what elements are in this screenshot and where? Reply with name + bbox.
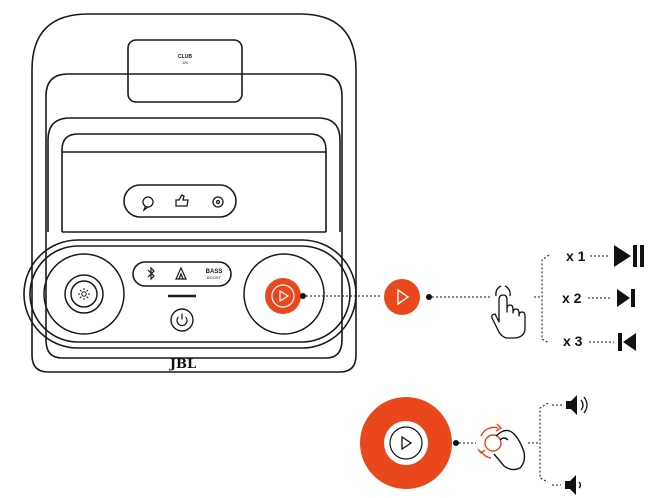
party-mode-icon[interactable] — [175, 266, 187, 280]
play-action-row-3: x 3 — [563, 333, 636, 351]
lower-control-panel-inner — [29, 245, 351, 343]
light-button[interactable] — [43, 253, 125, 335]
badge-subtitle: 120 — [182, 61, 188, 65]
speaker-inner-shell — [45, 73, 343, 359]
play-actions-bracket — [534, 254, 550, 344]
play-callout-button — [384, 279, 420, 315]
top-badge — [127, 39, 243, 103]
play-action-row-1: x 1 — [566, 245, 644, 267]
power-icon — [176, 313, 188, 327]
speaker-handle-inner — [61, 133, 327, 232]
previous-track-icon — [618, 333, 636, 351]
play-pause-icon — [614, 245, 644, 267]
bass-boost-label-line2: BOOST — [207, 275, 222, 280]
bass-boost-label-line1: BASS — [206, 269, 223, 275]
volume-play-icon — [401, 435, 413, 451]
volume-down-icon — [565, 475, 582, 495]
badge-title: CLUB — [178, 54, 192, 60]
chat-icon[interactable] — [142, 196, 154, 212]
bluetooth-icon[interactable] — [147, 266, 155, 281]
top-control-panel — [123, 184, 237, 218]
play-callout-icon — [397, 288, 410, 306]
lower-control-panel — [23, 239, 357, 349]
thumbs-up-icon[interactable] — [175, 194, 189, 207]
top-panel-icons — [142, 194, 224, 212]
play-action-label-1: x 1 — [566, 248, 586, 264]
play-callout — [300, 279, 490, 315]
volume-up-icon — [566, 395, 588, 415]
volume-play-button-inner — [384, 421, 428, 465]
play-action-row-2: x 2 — [562, 289, 635, 307]
speaker — [23, 13, 357, 373]
mode-button-pill — [132, 261, 232, 287]
power-button[interactable] — [170, 308, 194, 332]
play-icon — [279, 289, 290, 303]
tap-hand-icon — [491, 285, 526, 339]
rotate-knob-icon — [477, 423, 526, 471]
play-action-label-3: x 3 — [563, 333, 583, 349]
play-action-label-2: x 2 — [562, 290, 582, 306]
next-track-icon — [617, 289, 635, 307]
brand-logo: JBL — [169, 357, 196, 372]
volume-callout — [360, 397, 476, 489]
volume-actions-bracket — [528, 402, 549, 483]
dj-icon[interactable] — [212, 196, 224, 208]
speaker-play-button[interactable] — [243, 253, 325, 335]
speaker-outer-shell — [31, 13, 357, 373]
light-icon — [78, 288, 90, 300]
speaker-handle — [47, 117, 341, 232]
